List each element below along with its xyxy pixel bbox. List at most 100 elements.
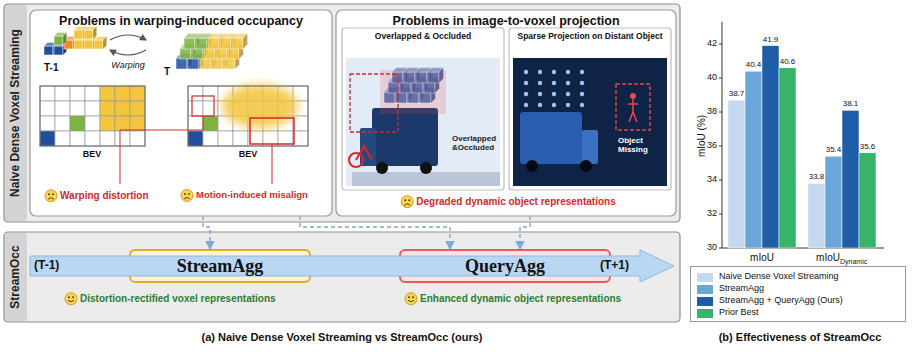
voxel-face xyxy=(196,38,207,49)
voxel-face xyxy=(103,36,107,49)
category-label: mIoU xyxy=(816,252,840,264)
panel-box: Problems in image-to-voxel projectionOve… xyxy=(336,10,676,216)
bev-cell xyxy=(203,131,218,146)
voxel-face xyxy=(84,40,93,49)
bev-cell xyxy=(188,116,203,131)
mouth xyxy=(408,300,414,302)
camera-image xyxy=(513,58,667,186)
value-label: 40.6 xyxy=(780,57,796,66)
category-label: mIoU xyxy=(750,252,774,264)
annotation: mIoU (%) xyxy=(696,115,708,157)
bev-cell xyxy=(40,116,55,131)
wheel xyxy=(376,162,388,174)
bev-frame xyxy=(188,86,308,146)
projection-dot xyxy=(552,81,556,85)
tick xyxy=(719,78,722,79)
tick-label: 40 xyxy=(707,72,717,82)
panel-fill xyxy=(509,28,671,190)
box-title: Problems in image-to-voxel projection xyxy=(336,14,676,28)
legend-swatch xyxy=(697,297,713,306)
bev-cell xyxy=(115,131,130,146)
voxel-face xyxy=(44,46,53,55)
voxel xyxy=(54,32,67,45)
annotation: BEV xyxy=(83,149,102,159)
bev-cell xyxy=(40,101,55,116)
annotation: Distortion-rectified voxel representatio… xyxy=(80,293,276,305)
bev-cell xyxy=(188,131,203,146)
mouth xyxy=(404,204,410,206)
voxel-face xyxy=(180,48,191,59)
caption: (a) Naive Dense Voxel Streaming vs Strea… xyxy=(201,331,482,344)
projection-dot xyxy=(566,81,570,85)
bev-cell xyxy=(203,116,218,131)
warp-blur xyxy=(222,84,298,128)
bev-cell xyxy=(100,131,115,146)
wheel xyxy=(580,160,592,172)
bev-cell xyxy=(40,131,55,146)
tick xyxy=(719,146,722,147)
tick xyxy=(719,248,722,249)
panel-fill xyxy=(30,10,332,216)
panel-box: Overlapped & Occluded xyxy=(342,28,504,190)
smile-face xyxy=(405,293,417,305)
bev-cell xyxy=(100,86,115,101)
bev-cell xyxy=(130,101,145,116)
value-label: 38.1 xyxy=(843,99,859,108)
eye xyxy=(408,199,410,201)
eye xyxy=(404,199,406,201)
truck-body xyxy=(520,112,582,164)
projection-dot xyxy=(552,70,556,74)
projection-dot xyxy=(524,70,528,74)
voxel-face xyxy=(200,58,211,69)
voxel-face xyxy=(54,36,63,45)
projection-dot xyxy=(538,70,542,74)
category-subscript: Dynamic xyxy=(840,258,867,266)
bar xyxy=(842,110,859,248)
legend-text: Naive Dense Voxel Streaming xyxy=(719,271,839,281)
projection-dot xyxy=(524,103,528,107)
bev-cell xyxy=(85,116,100,131)
projection-dot xyxy=(580,81,584,85)
projection-dot xyxy=(580,70,584,74)
sad-face xyxy=(45,190,57,202)
bev-cell xyxy=(55,86,70,101)
annotation: BEV xyxy=(239,149,258,159)
voxel-face xyxy=(188,58,199,69)
overlap-area xyxy=(380,70,446,114)
voxel-face xyxy=(63,32,67,45)
eye xyxy=(412,296,414,298)
legend-swatch xyxy=(697,285,713,294)
voxel xyxy=(232,34,247,49)
face xyxy=(405,293,417,305)
bev-cell xyxy=(70,101,85,116)
mouth xyxy=(48,198,54,200)
panel-fill xyxy=(4,4,680,222)
annotation: Object Missing xyxy=(618,136,662,154)
projection-dot xyxy=(566,92,570,96)
annotation: Warping xyxy=(111,60,144,70)
panel-box: QueryAgg xyxy=(400,250,610,282)
voxel-face xyxy=(94,40,103,49)
voxel-face xyxy=(204,48,215,59)
voxel-face xyxy=(54,46,63,55)
legend-text: StreamAgg xyxy=(719,283,764,293)
legend: Naive Dense Voxel StreamingStreamAggStre… xyxy=(690,266,906,322)
projection-dot xyxy=(566,70,570,74)
leader-line xyxy=(120,116,203,184)
bar xyxy=(728,100,745,248)
bev-cell xyxy=(85,131,100,146)
warp-arrow xyxy=(110,50,146,55)
bike-frame xyxy=(356,146,372,160)
tick xyxy=(719,180,722,181)
tick xyxy=(719,214,722,215)
tick-label: 30 xyxy=(707,242,717,252)
bev-cell xyxy=(40,86,55,101)
eye xyxy=(72,296,74,298)
missing-box xyxy=(616,84,650,130)
wheel xyxy=(420,162,432,174)
projection-dot xyxy=(552,92,556,96)
camera-image xyxy=(346,58,500,186)
voxel-face xyxy=(216,48,227,59)
bev-cell xyxy=(293,116,308,131)
